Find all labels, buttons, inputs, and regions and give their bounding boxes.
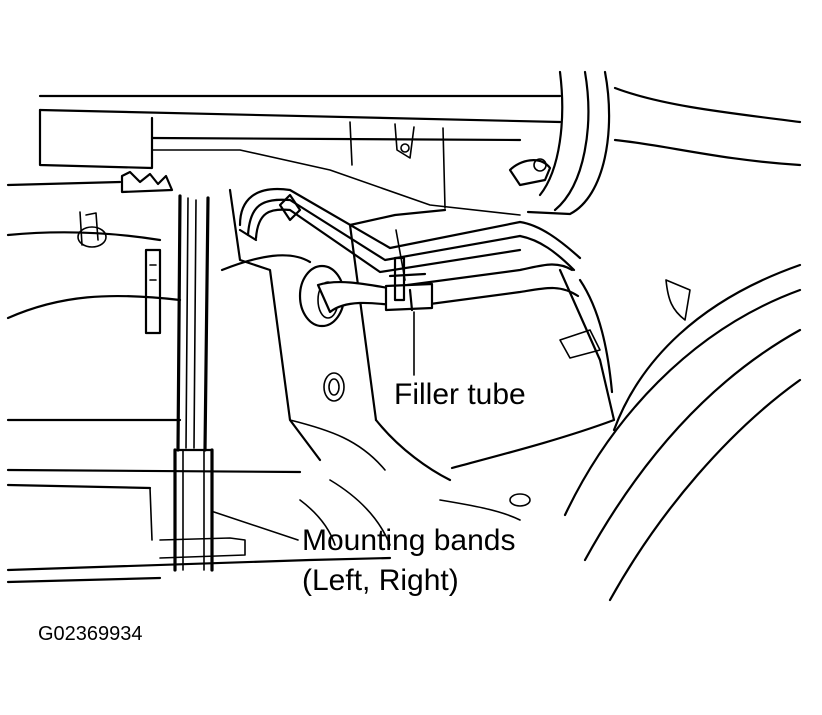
filler-tank-panel bbox=[299, 208, 616, 546]
filler-tube-label: Filler tube bbox=[394, 378, 526, 411]
figure-code: G02369934 bbox=[38, 623, 143, 645]
mounting-band-left bbox=[173, 194, 214, 572]
leader-lines bbox=[213, 311, 415, 541]
fuel-tank-body bbox=[6, 170, 392, 584]
fuel-lines bbox=[238, 187, 582, 274]
right-body-panel bbox=[563, 263, 802, 602]
mounting-bands-label: Mounting bands bbox=[302, 524, 516, 557]
filler-tube bbox=[298, 256, 580, 328]
upper-right-pipes bbox=[508, 70, 802, 216]
upper-cross-member bbox=[38, 94, 562, 216]
mounting-bands-sublabel: (Left, Right) bbox=[302, 564, 459, 597]
